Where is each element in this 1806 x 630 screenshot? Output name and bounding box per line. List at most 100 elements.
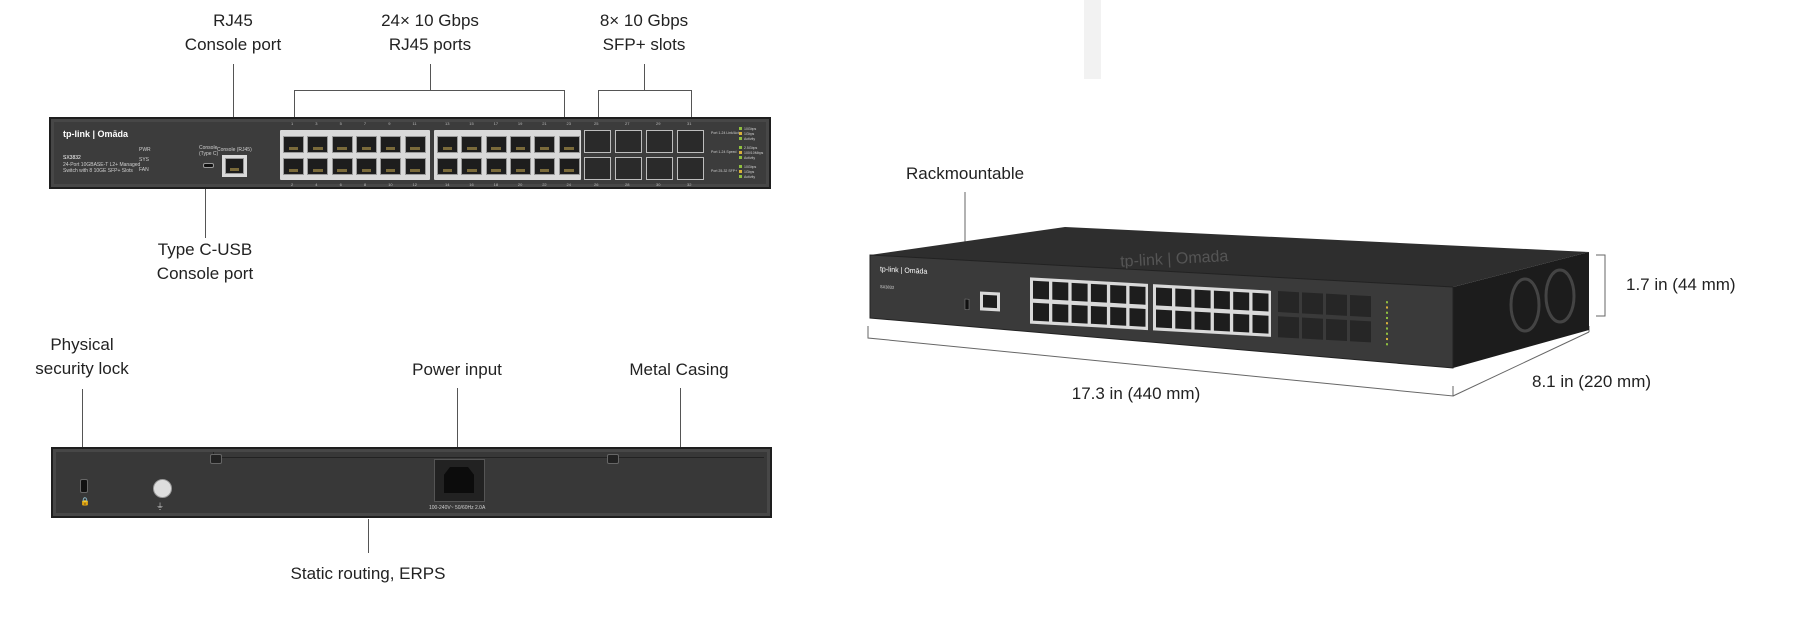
sfp-slot[interactable] [584, 157, 611, 180]
port-number: 11 [412, 121, 417, 126]
sfp-slot[interactable] [646, 130, 673, 153]
led-legend-item: 2.5Gbps [744, 146, 758, 150]
rj45-port[interactable] [558, 158, 580, 175]
iso-sfp-slot[interactable] [1278, 316, 1299, 339]
sfp-number: 25 [594, 121, 599, 126]
bracket-line [598, 90, 599, 128]
iso-rj45-port[interactable] [1052, 281, 1069, 301]
usb-c-console-port[interactable] [203, 163, 214, 168]
iso-sfp-slot[interactable] [1278, 291, 1299, 314]
iso-rj45-port[interactable] [1252, 314, 1269, 334]
casing-seam [213, 457, 764, 458]
rj45-port[interactable] [404, 158, 426, 175]
iso-rj45-port[interactable] [1071, 282, 1088, 302]
iso-rj45-port[interactable] [1213, 312, 1230, 332]
mount-screw [210, 454, 222, 464]
iso-sfp-slot[interactable] [1302, 292, 1323, 315]
iso-rj45-port[interactable] [1252, 292, 1269, 312]
sfp-slot[interactable] [584, 130, 611, 153]
port-number: 4 [315, 182, 318, 187]
rj45-port[interactable] [461, 158, 483, 175]
callout-line-1: 8× 10 Gbps [599, 11, 689, 30]
iso-rj45-port[interactable] [1090, 283, 1107, 303]
rj45-console-port[interactable] [222, 155, 247, 177]
led-legend-item: Activity [744, 175, 756, 179]
iso-sfp-slot[interactable] [1326, 318, 1347, 342]
metal-casing-callout: Metal Casing [629, 360, 729, 379]
iso-rj45-port[interactable] [1156, 309, 1172, 329]
rj45-port[interactable] [437, 136, 458, 153]
rj45-port[interactable] [485, 136, 507, 153]
rj45-port[interactable] [509, 158, 531, 175]
rj45-port[interactable] [404, 136, 426, 153]
rj45-port[interactable] [355, 158, 377, 175]
leader-line [368, 519, 369, 553]
rj45-port[interactable] [534, 136, 556, 153]
rj45-port[interactable] [331, 158, 353, 175]
iso-rj45-port[interactable] [1129, 286, 1146, 305]
rj45-port[interactable] [485, 158, 507, 175]
iso-rj45-port[interactable] [1233, 291, 1250, 311]
rj45-port[interactable] [461, 136, 483, 153]
iso-rj45-port[interactable] [1194, 311, 1211, 331]
iso-rj45-port[interactable] [1213, 290, 1230, 310]
iso-rj45-port[interactable] [1110, 307, 1127, 326]
rj45-port[interactable] [283, 136, 304, 153]
rj45-port[interactable] [307, 136, 329, 153]
rj45-port[interactable] [534, 158, 556, 175]
rj45-port[interactable] [331, 136, 353, 153]
brand-logo: tp-link | Omāda [63, 129, 129, 139]
divider-block [1084, 0, 1101, 79]
iso-rj45-port[interactable] [1110, 284, 1127, 304]
rj45-port[interactable] [355, 136, 377, 153]
led-legend-item: 1Gbps [744, 132, 755, 136]
power-inlet[interactable] [434, 459, 485, 502]
iso-sfp-slot[interactable] [1350, 295, 1371, 318]
rj45-port[interactable] [283, 158, 304, 175]
iso-rj45-port[interactable] [1194, 289, 1211, 309]
rj45-port[interactable] [437, 158, 458, 175]
depth-dimension-line [1452, 331, 1590, 397]
iso-rj45-socket [983, 294, 997, 309]
leader-line [430, 64, 431, 90]
iso-rj45-port[interactable] [1129, 308, 1146, 327]
sfp-slot[interactable] [615, 130, 642, 153]
rj45-port[interactable] [558, 136, 580, 153]
rj45-console-callout: RJ45 Console port [185, 9, 281, 57]
sfp-slot[interactable] [677, 130, 704, 153]
iso-rj45-port[interactable] [1033, 302, 1049, 322]
iso-rj45-port[interactable] [1175, 310, 1192, 330]
rj45-port[interactable] [307, 158, 329, 175]
iso-rj45-port[interactable] [1052, 303, 1069, 323]
iso-sfp-slot[interactable] [1302, 317, 1323, 340]
rj45-port[interactable] [380, 136, 402, 153]
iso-usb-console-port[interactable] [964, 298, 970, 311]
iso-rj45-port[interactable] [1156, 287, 1172, 307]
rj45-port[interactable] [380, 158, 402, 175]
iso-rj45-port[interactable] [1071, 304, 1088, 324]
power-rating: 100-240V~ 50/60Hz 2.0A [429, 505, 486, 511]
iso-led [1386, 306, 1388, 309]
sfp-slot[interactable] [646, 157, 673, 180]
iso-rj45-port[interactable] [1233, 313, 1250, 333]
port-number: 10 [388, 182, 393, 187]
rj45-port[interactable] [509, 136, 531, 153]
port-number: 22 [542, 182, 547, 187]
sfp-slot[interactable] [615, 157, 642, 180]
ground-screw [153, 479, 172, 498]
iso-rj45-port[interactable] [1175, 288, 1192, 308]
security-lock-slot[interactable] [80, 479, 88, 493]
switch-side [1453, 252, 1589, 368]
bracket-line [294, 90, 565, 91]
iso-led [1386, 337, 1388, 341]
iso-sfp-slot[interactable] [1326, 293, 1347, 316]
sfp-slot[interactable] [677, 157, 704, 180]
port-number: 5 [339, 121, 342, 126]
led-legend-item: Activity [744, 156, 756, 160]
iso-rj45-port[interactable] [1033, 280, 1049, 300]
iso-sfp-slot[interactable] [1350, 320, 1371, 343]
iso-rj45-port[interactable] [1090, 305, 1107, 325]
